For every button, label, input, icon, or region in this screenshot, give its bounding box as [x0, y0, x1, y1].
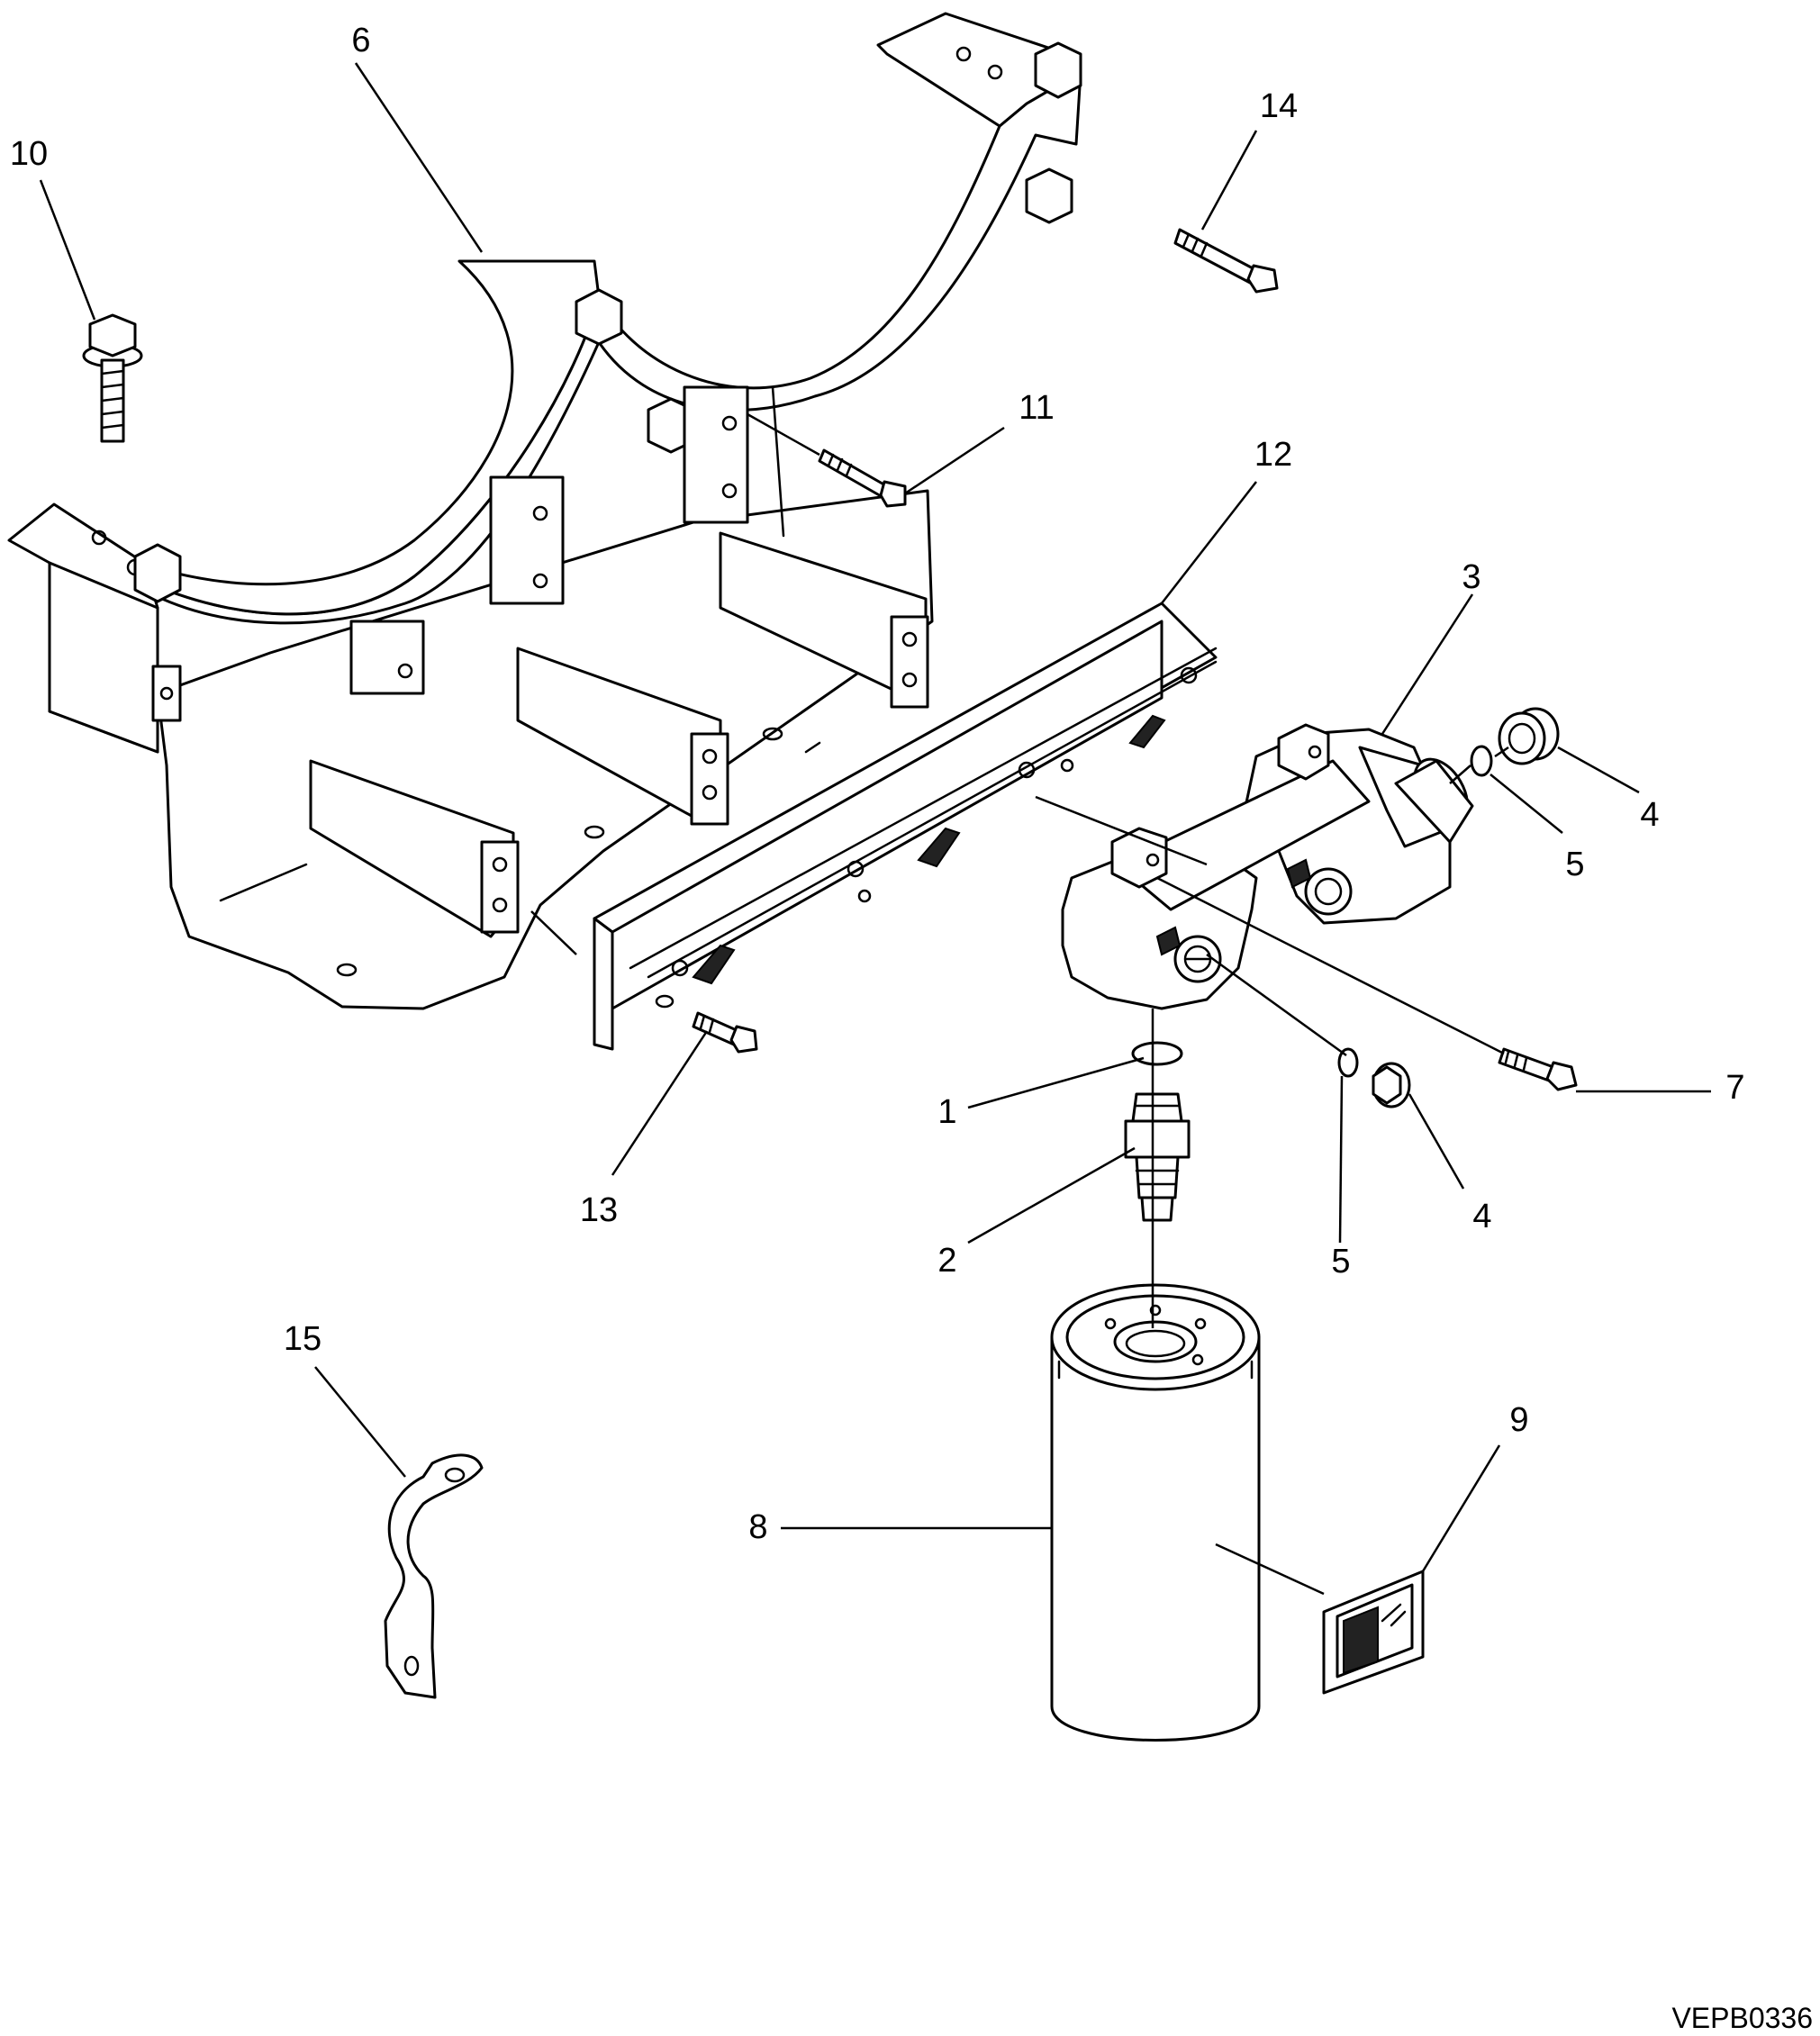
- plug-lower-part: [1372, 1062, 1411, 1108]
- mounting-rail-part: [593, 602, 1218, 1051]
- callout-13: 13: [580, 1191, 618, 1229]
- callout-1: 1: [937, 1093, 956, 1131]
- o-ring-lower-part: [1337, 1047, 1359, 1078]
- plug-upper-part: [1498, 707, 1560, 765]
- callout-7: 7: [1725, 1069, 1744, 1107]
- callout-10: 10: [10, 135, 48, 173]
- callout-3: 3: [1462, 558, 1480, 596]
- drawing-code: VEPB0336: [1671, 2002, 1813, 2034]
- callout-6: 6: [351, 22, 370, 59]
- o-ring-part: [1131, 1041, 1183, 1066]
- callout-9: 9: [1509, 1401, 1528, 1439]
- callout-8: 8: [748, 1508, 767, 1546]
- callout-labels: 1 2 3 4 4 5 5 6 7 8 9 10 11 12 13 14 15: [10, 22, 1745, 1546]
- callout-5-upper: 5: [1565, 846, 1584, 883]
- callout-2: 2: [937, 1242, 956, 1280]
- saddle-bracket-part: [7, 12, 1082, 1010]
- callout-12: 12: [1254, 436, 1292, 474]
- filter-cartridge-part: [1050, 1283, 1261, 1742]
- callout-4-upper: 4: [1640, 796, 1659, 834]
- callout-11: 11: [1019, 389, 1054, 427]
- flange-bolt-part: [82, 313, 143, 443]
- filter-head-part: [1061, 723, 1474, 1010]
- bolt-11-part: [818, 448, 907, 508]
- long-bolt-part: [1498, 1047, 1578, 1091]
- callout-leaders: [39, 62, 1711, 1596]
- assembly-alignment-lines: [530, 412, 1509, 1328]
- bolt-13-part: [692, 1011, 758, 1054]
- callout-5-lower: 5: [1331, 1243, 1350, 1280]
- o-ring-upper-part: [1470, 745, 1493, 777]
- callout-15: 15: [284, 1320, 321, 1358]
- threaded-nipple-part: [1124, 1092, 1191, 1222]
- clamp-part: [384, 1453, 484, 1699]
- callout-14: 14: [1260, 87, 1298, 125]
- bolt-14-part: [1173, 228, 1279, 294]
- callout-4-lower: 4: [1472, 1198, 1491, 1235]
- warning-label-part: [1322, 1570, 1425, 1695]
